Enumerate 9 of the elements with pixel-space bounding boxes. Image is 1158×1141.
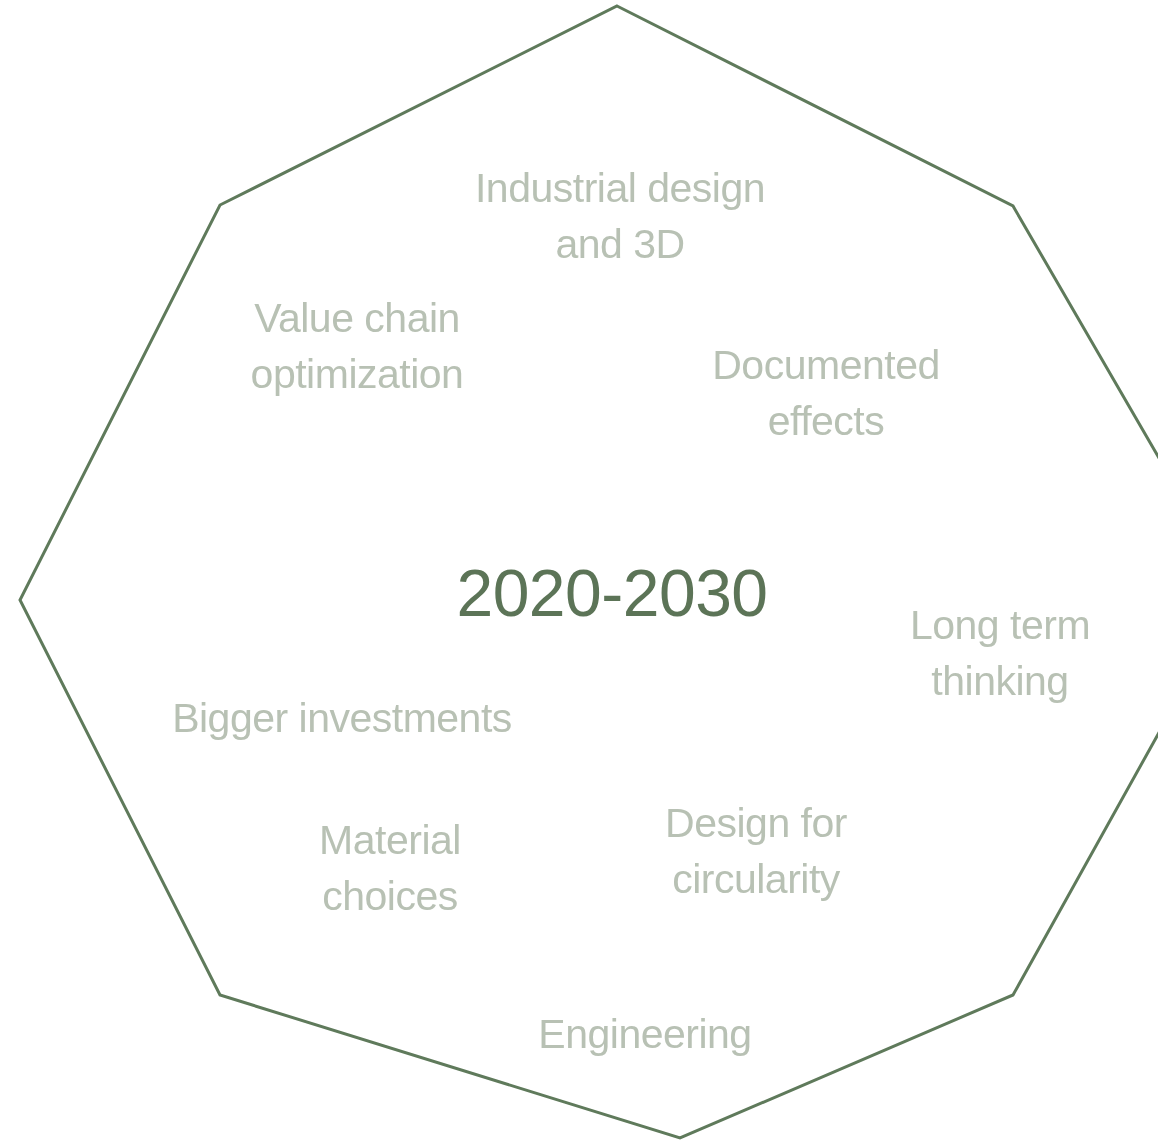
topic-label: Documented effects — [712, 341, 940, 446]
topic-label: Bigger investments — [171, 694, 513, 743]
topic-label: Design for circularity — [664, 799, 848, 904]
topic-label: Value chain optimization — [250, 294, 464, 399]
topic-label: Material choices — [319, 816, 461, 921]
topic-label: Industrial design and 3D — [473, 164, 767, 269]
topic-label: Engineering — [537, 1010, 753, 1059]
topic-label: Long term thinking — [908, 601, 1092, 706]
period-heading: 2020-2030 — [455, 555, 769, 632]
